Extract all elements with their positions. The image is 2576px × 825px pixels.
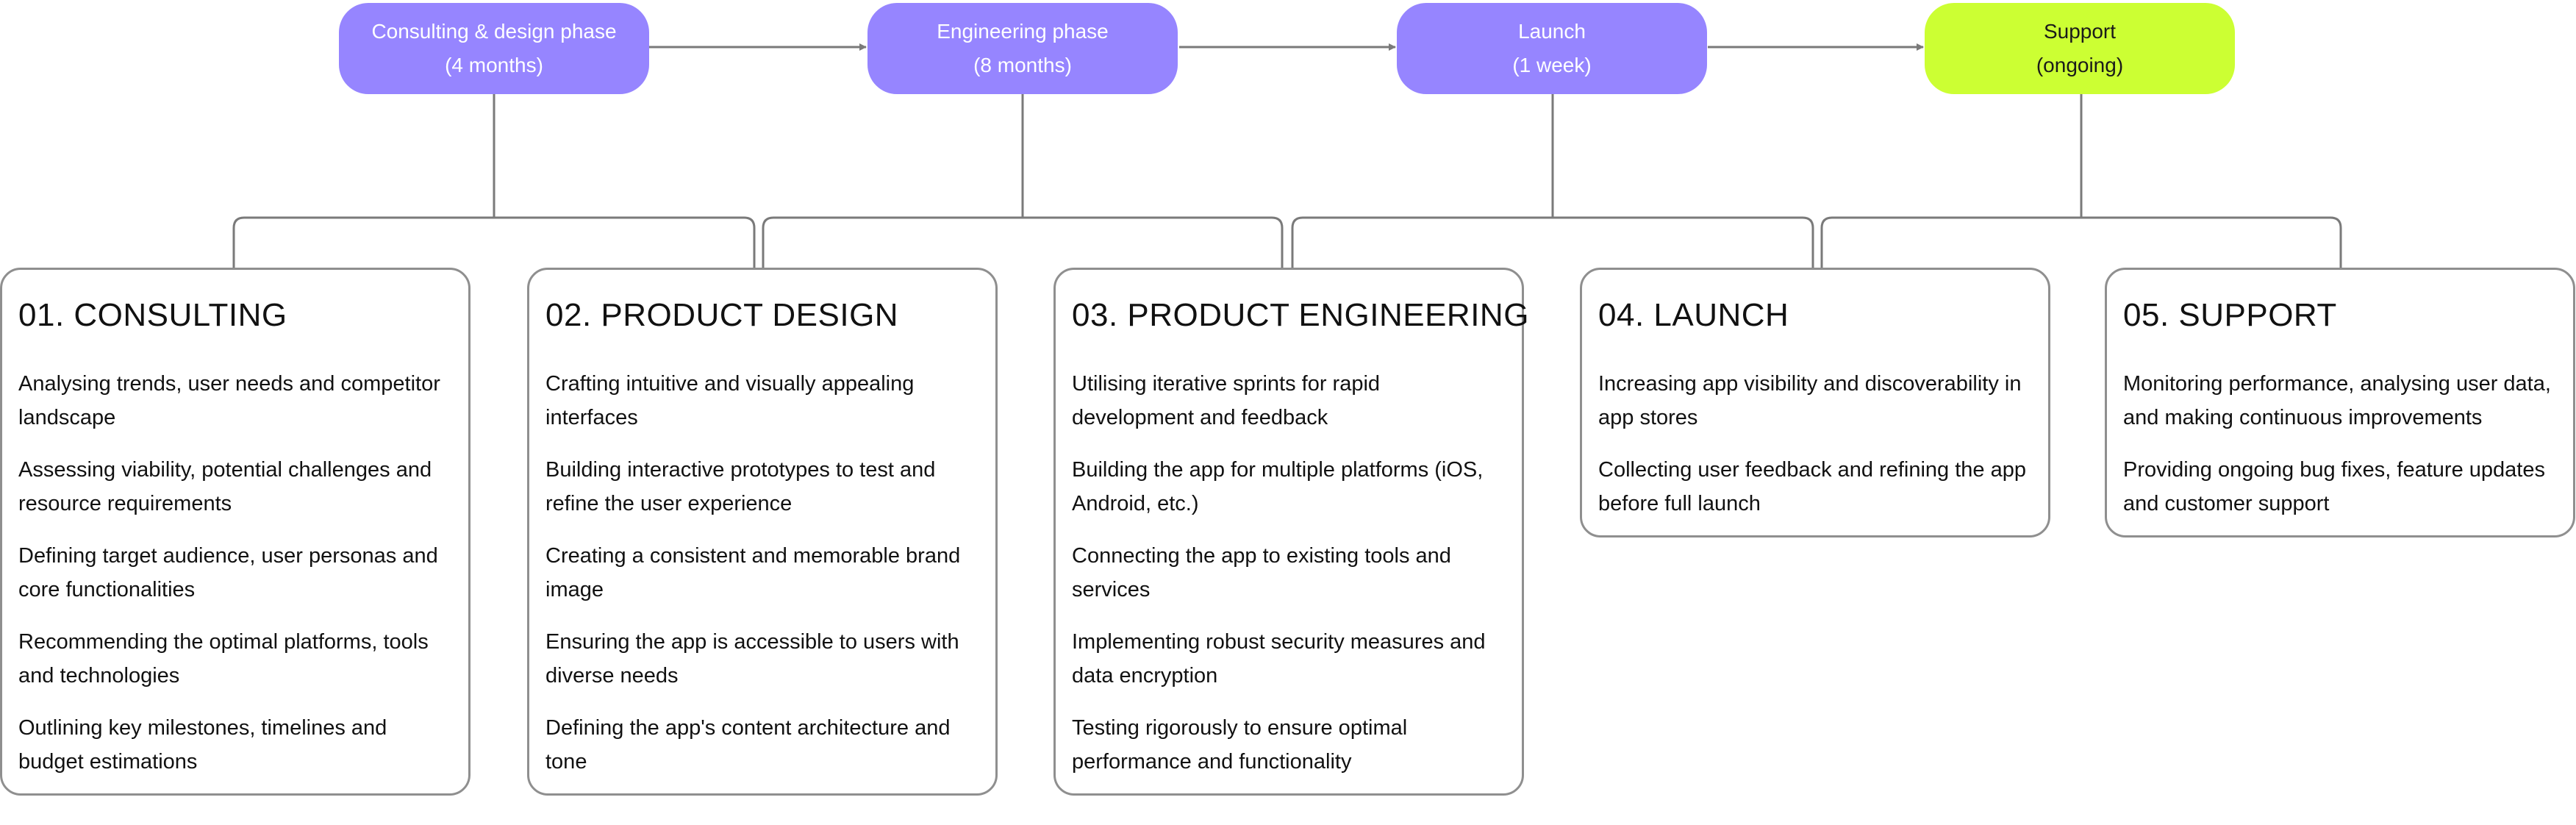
list-item: Building interactive prototypes to test … (545, 458, 936, 515)
phase-duration: (1 week) (1512, 54, 1592, 76)
list-item: Providing ongoing bug fixes, feature upd… (2123, 458, 2545, 515)
bracket-phase-4 (1820, 216, 2342, 268)
phase-support: Support (ongoing) (1925, 3, 2235, 94)
list-item: Implementing robust security measures an… (1072, 630, 1486, 688)
list-item: Testing rigorously to ensure optimal per… (1072, 716, 1408, 774)
phase-name: Consulting & design phase (371, 20, 617, 43)
bracket-phase-1 (232, 216, 756, 268)
phase-duration: (ongoing) (2036, 54, 2124, 76)
card-support: 05. SUPPORT Monitoring performance, anal… (2105, 268, 2575, 538)
list-item: Defining the app's content architecture … (545, 716, 951, 774)
list-item: Building the app for multiple platforms … (1072, 458, 1484, 515)
phase-name: Engineering phase (937, 20, 1109, 43)
card-title: 04. LAUNCH (1598, 297, 1789, 333)
list-item: Collecting user feedback and refining th… (1598, 458, 2026, 515)
list-item: Crafting intuitive and visually appealin… (545, 372, 915, 429)
card-title: 01. CONSULTING (18, 297, 287, 333)
phase-duration: (4 months) (445, 54, 543, 76)
list-item: Connecting the app to existing tools and… (1072, 544, 1451, 601)
phase-launch: Launch (1 week) (1397, 3, 1707, 94)
list-item: Defining target audience, user personas … (18, 544, 438, 601)
list-item: Analysing trends, user needs and competi… (18, 372, 440, 429)
list-item: Monitoring performance, analysing user d… (2123, 372, 2551, 429)
phase-engineering: Engineering phase (8 months) (867, 3, 1178, 94)
phase-consulting-design: Consulting & design phase (4 months) (339, 3, 649, 94)
bracket-phase-3 (1291, 216, 1814, 268)
list-item: Recommending the optimal platforms, tool… (18, 630, 429, 688)
list-item: Ensuring the app is accessible to users … (545, 630, 959, 688)
card-product-design: 02. PRODUCT DESIGN Crafting intuitive an… (527, 268, 998, 796)
bracket-phase-2 (762, 216, 1284, 268)
list-item: Increasing app visibility and discoverab… (1598, 372, 2022, 429)
list-item: Assessing viability, potential challenge… (18, 458, 432, 515)
card-title: 02. PRODUCT DESIGN (545, 297, 899, 333)
phase-duration: (8 months) (973, 54, 1072, 76)
list-item: Utilising iterative sprints for rapid de… (1072, 372, 1381, 429)
list-item: Outlining key milestones, timelines and … (18, 716, 387, 774)
card-title: 05. SUPPORT (2123, 297, 2337, 333)
card-title: 03. PRODUCT ENGINEERING (1072, 297, 1529, 333)
card-product-engineering: 03. PRODUCT ENGINEERING Utilising iterat… (1053, 268, 1529, 796)
list-item: Creating a consistent and memorable bran… (545, 544, 961, 601)
card-consulting: 01. CONSULTING Analysing trends, user ne… (0, 268, 471, 796)
phase-name: Launch (1518, 20, 1586, 43)
phase-name: Support (2043, 20, 2117, 43)
card-launch: 04. LAUNCH Increasing app visibility and… (1580, 268, 2050, 538)
